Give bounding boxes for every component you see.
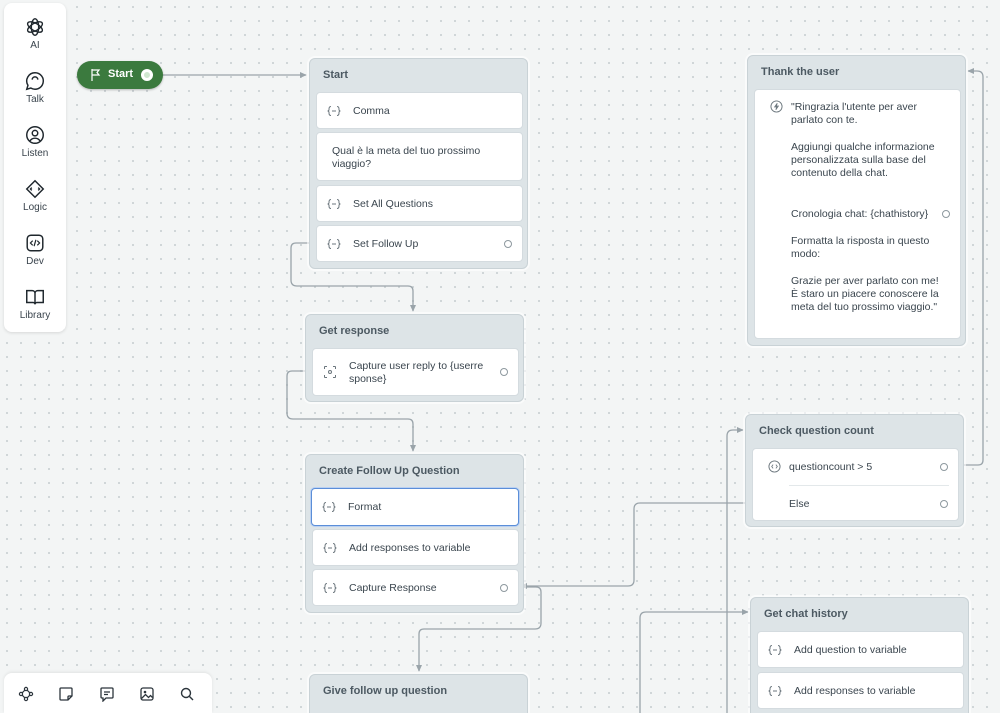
variable-icon (768, 644, 782, 655)
condition-icon (768, 460, 781, 473)
step-comma[interactable]: Comma (316, 92, 523, 129)
start-node-label: Start (108, 68, 134, 80)
sticky-note-tool-button[interactable] (55, 683, 77, 705)
step-add-question[interactable]: Add question to variable (757, 631, 964, 668)
step-port[interactable] (500, 368, 508, 376)
step-sidebar: AI Talk Listen Logic (4, 3, 66, 332)
step-port[interactable] (500, 584, 508, 592)
block-start[interactable]: Start Comma Qual è la meta del tuo pross… (309, 58, 528, 269)
diamond-arrows-icon (25, 179, 45, 199)
sticky-note-icon (59, 687, 73, 701)
variable-icon (327, 105, 341, 116)
nodes-tool-button[interactable] (15, 683, 37, 705)
block-title: Thank the user (761, 66, 840, 78)
start-node-port[interactable] (141, 69, 153, 81)
image-tool-button[interactable] (136, 683, 158, 705)
sidebar-item-dev[interactable]: Dev (4, 232, 66, 280)
image-icon (140, 687, 154, 701)
flag-icon (91, 69, 101, 81)
block-get-response[interactable]: Get response Capture user reply to {user… (305, 314, 524, 402)
sidebar-item-listen[interactable]: Listen (4, 124, 66, 172)
block-title: Get response (319, 325, 390, 337)
prompt-paragraph: "Ringrazia l'utente per aver parlato con… (791, 101, 917, 126)
step-label: Set Follow Up (353, 238, 419, 250)
sidebar-item-library[interactable]: Library (4, 286, 66, 334)
step-label: Capture user reply to {userre sponse} (349, 360, 484, 385)
variable-icon (323, 582, 337, 593)
step-label: Add responses to variable (794, 685, 916, 697)
step-label: Format (348, 501, 382, 513)
openai-icon (26, 18, 44, 36)
step-label: Capture Response (349, 582, 437, 594)
block-title: Get chat history (764, 608, 848, 620)
block-chat-history[interactable]: Get chat history Add question to variabl… (750, 597, 969, 713)
step-set-all-questions[interactable]: Set All Questions (316, 185, 523, 222)
block-title: Create Follow Up Question (319, 465, 460, 477)
step-label: Comma (353, 105, 390, 117)
step-ai-prompt[interactable]: "Ringrazia l'utente per aver parlato con… (754, 89, 961, 339)
block-title: Give follow up question (323, 685, 448, 697)
block-title: Start (323, 69, 349, 81)
lightning-icon (770, 100, 783, 113)
step-port[interactable] (942, 210, 950, 218)
variable-icon (327, 238, 341, 249)
search-icon (180, 687, 194, 701)
sidebar-item-talk[interactable]: Talk (4, 70, 66, 118)
variable-icon (768, 685, 782, 696)
prompt-paragraph: Formatta la risposta in questo modo: (791, 235, 930, 260)
nodes-icon (18, 686, 34, 702)
code-icon (26, 234, 44, 252)
block-thank-user[interactable]: Thank the user "Ringrazia l'utente per a… (747, 55, 966, 346)
start-node[interactable]: Start (77, 61, 163, 89)
search-tool-button[interactable] (176, 683, 198, 705)
block-give-follow-up[interactable]: Give follow up question (309, 674, 528, 713)
step-add-responses[interactable]: Add responses to variable (757, 672, 964, 709)
step-capture-response[interactable]: Capture Response (312, 569, 519, 606)
block-title: Check question count (759, 425, 874, 437)
book-open-icon (26, 289, 44, 305)
variable-icon (327, 198, 341, 209)
block-check-count[interactable]: Check question count questioncount > 5 E… (745, 414, 964, 527)
condition-port[interactable] (940, 463, 948, 471)
wire-else-to-capture (520, 502, 752, 590)
chat-bubble-icon (25, 72, 44, 91)
block-create-follow-up[interactable]: Create Follow Up Question Format Add res… (305, 454, 524, 613)
sidebar-item-label: Dev (26, 256, 44, 267)
else-port[interactable] (940, 500, 948, 508)
step-condition[interactable]: questioncount > 5 Else (752, 448, 959, 521)
else-label: Else (789, 498, 810, 510)
sidebar-item-label: Talk (26, 94, 44, 105)
prompt-paragraph: Cronologia chat: {chathistory} (791, 208, 929, 220)
step-label: Add responses to variable (349, 542, 471, 554)
user-circle-icon (26, 126, 44, 144)
canvas-toolbar (4, 673, 212, 713)
condition-divider (789, 485, 949, 486)
sidebar-item-ai[interactable]: AI (4, 16, 66, 64)
comment-icon (100, 687, 114, 702)
sidebar-item-label: AI (30, 40, 40, 51)
sidebar-item-label: Listen (21, 148, 49, 159)
step-label: Add question to variable (794, 644, 907, 656)
condition-label: questioncount > 5 (789, 461, 873, 473)
step-message[interactable]: Qual è la meta del tuo prossimo viaggio? (316, 132, 523, 181)
prompt-paragraph: Grazie per aver parlato con me! È staro … (791, 275, 939, 313)
comment-tool-button[interactable] (96, 683, 118, 705)
wire-to-chat-history (639, 608, 749, 713)
step-label: Qual è la meta del tuo prossimo viaggio? (332, 145, 481, 170)
step-set-follow-up[interactable]: Set Follow Up (316, 225, 523, 262)
step-add-responses[interactable]: Add responses to variable (312, 529, 519, 566)
sidebar-item-label: Library (19, 310, 51, 321)
step-format[interactable]: Format (311, 488, 519, 526)
wire-to-check-count (726, 426, 744, 713)
sidebar-item-logic[interactable]: Logic (4, 178, 66, 226)
step-port[interactable] (504, 240, 512, 248)
variable-icon (323, 542, 337, 553)
capture-icon (324, 366, 336, 378)
prompt-paragraph: Aggiungi qualche informazione personaliz… (791, 141, 935, 179)
variable-icon (322, 502, 336, 512)
sidebar-item-label: Logic (23, 202, 47, 213)
step-label: Set All Questions (353, 198, 433, 210)
step-capture-reply[interactable]: Capture user reply to {userre sponse} (312, 348, 519, 396)
